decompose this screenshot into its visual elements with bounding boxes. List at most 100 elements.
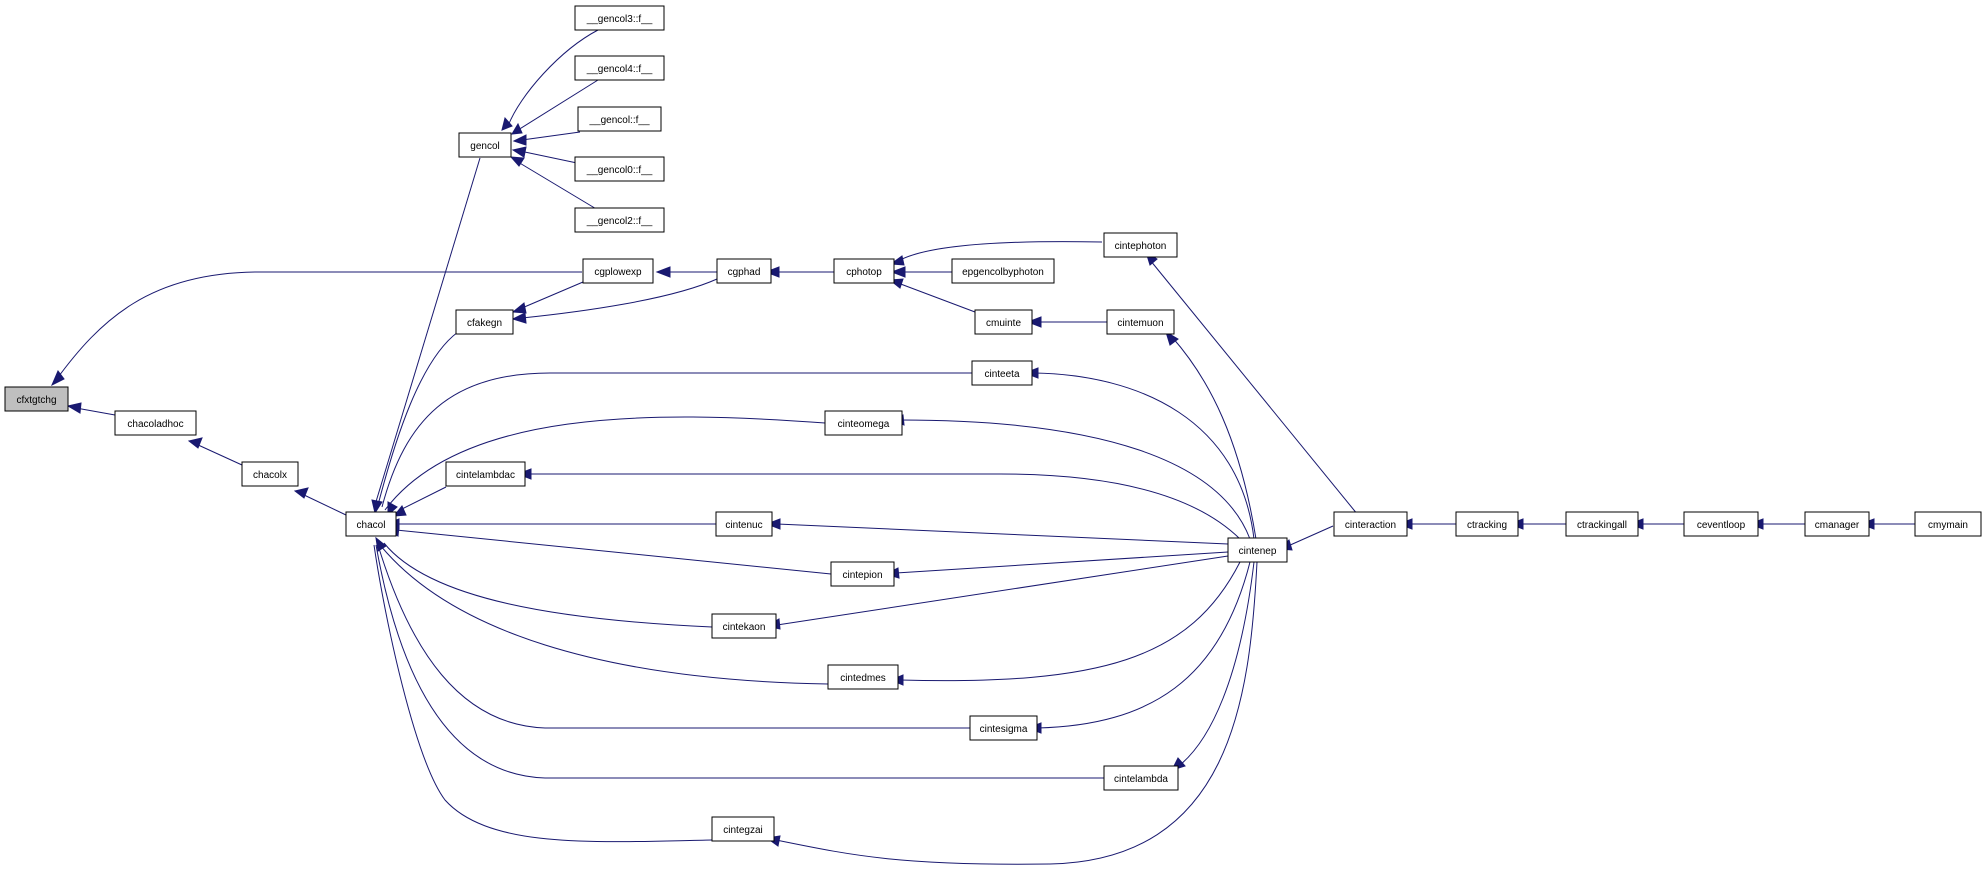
node-label: cinteraction xyxy=(1345,520,1396,531)
arrow-cmuinte xyxy=(1026,316,1042,328)
node-cintemuon[interactable]: cintemuon xyxy=(1106,309,1175,335)
arrow-chacolx xyxy=(293,487,309,499)
edge-f2-gencol xyxy=(517,161,599,211)
node-label: cgphad xyxy=(728,267,761,278)
node-label: cintekaon xyxy=(723,622,766,633)
edge-f3-gencol xyxy=(507,29,599,127)
node-chacol[interactable]: chacol xyxy=(345,511,397,537)
node-gencol3[interactable]: __gencol3::f__ xyxy=(574,5,665,31)
node-label: chacol xyxy=(357,520,386,531)
edge-gencol-chacol xyxy=(374,157,481,506)
edge-cinteraction-cintephoton xyxy=(1149,259,1359,516)
node-label: cintegzai xyxy=(723,825,762,836)
node-label: cintenep xyxy=(1239,546,1277,557)
node-label: cintephoton xyxy=(1115,241,1167,252)
edge-cintegzai-chacol xyxy=(373,544,713,843)
node-epgencolbyphoton[interactable]: epgencolbyphoton xyxy=(951,258,1055,284)
node-ceventloop[interactable]: ceventloop xyxy=(1683,511,1759,537)
arrow-gencol-1 xyxy=(501,116,513,131)
node-cgphad[interactable]: cgphad xyxy=(716,258,772,284)
arrow-cintenuc xyxy=(765,518,781,530)
node-cinteraction[interactable]: cinteraction xyxy=(1333,511,1408,537)
edge-f4-gencol xyxy=(517,79,599,131)
node-cfakegn[interactable]: cfakegn xyxy=(455,309,514,335)
arrow-cfxtgtchg-b xyxy=(66,402,82,414)
node-label: gencol xyxy=(470,141,499,152)
edge-cmuinte-cphotop xyxy=(897,282,976,313)
node-cinteomega[interactable]: cinteomega xyxy=(824,410,903,436)
node-label: cfxtgtchg xyxy=(16,395,56,406)
node-gencolf[interactable]: __gencol::f__ xyxy=(577,106,662,132)
edge-chacolx-chacoladhoc xyxy=(195,443,243,466)
node-cfxtgtchg[interactable]: cfxtgtchg xyxy=(4,386,69,412)
node-label: cinteeta xyxy=(984,369,1019,380)
node-gencol2[interactable]: __gencol2::f__ xyxy=(574,207,665,233)
node-ctracking[interactable]: ctracking xyxy=(1455,511,1519,537)
node-cintedmes[interactable]: cintedmes xyxy=(827,664,899,690)
node-label: __gencol3::f__ xyxy=(586,14,653,25)
edge-cinteomega-chacol xyxy=(384,416,826,511)
arrow-chacoladhoc xyxy=(187,437,203,449)
node-label: __gencol2::f__ xyxy=(586,216,653,227)
node-cgplowexp[interactable]: cgplowexp xyxy=(582,258,654,284)
node-cintenuc[interactable]: cintenuc xyxy=(715,511,773,537)
node-chacolx[interactable]: chacolx xyxy=(241,461,299,487)
edge-cintenep-cinteeta xyxy=(1034,372,1255,540)
arrow-gencol-2 xyxy=(511,122,523,135)
node-label: cgplowexp xyxy=(594,267,642,278)
node-chacoladhoc[interactable]: chacoladhoc xyxy=(114,410,197,436)
edge-cintelambdac-chacol xyxy=(399,486,447,511)
node-cintelambda[interactable]: cintelambda xyxy=(1103,765,1179,791)
edge-f0-gencol xyxy=(519,150,578,164)
node-cintenep[interactable]: cintenep xyxy=(1227,537,1288,563)
node-label: epgencolbyphoton xyxy=(962,267,1044,278)
node-label: cinteomega xyxy=(838,419,890,430)
node-cintephoton[interactable]: cintephoton xyxy=(1103,232,1178,258)
arrow-chacol-1 xyxy=(371,499,383,515)
arrow-cgphad xyxy=(764,266,780,278)
edge-cintenep-cintepion xyxy=(895,551,1229,574)
node-cinteeta[interactable]: cinteeta xyxy=(971,360,1033,386)
node-cintepion[interactable]: cintepion xyxy=(830,561,895,587)
node-cintegzai[interactable]: cintegzai xyxy=(711,816,775,842)
arrow-cphotop-b xyxy=(890,266,906,278)
edge-cintenep-cintekaon xyxy=(776,555,1229,626)
arrow-cfakegn-a xyxy=(511,302,527,314)
node-label: ctrackingall xyxy=(1577,520,1627,531)
edge-cfakegn-chacol xyxy=(377,331,459,506)
node-cmymain[interactable]: cmymain xyxy=(1914,511,1982,537)
node-gencol0[interactable]: __gencol0::f__ xyxy=(574,156,665,182)
arrowheads xyxy=(51,116,1875,847)
node-cintekaon[interactable]: cintekaon xyxy=(711,613,777,639)
arrow-chacol-3 xyxy=(392,505,407,517)
node-gencol[interactable]: gencol xyxy=(458,132,512,158)
node-label: cphotop xyxy=(846,267,882,278)
arrow-cfakegn-b xyxy=(511,312,527,324)
node-cmuinte[interactable]: cmuinte xyxy=(974,309,1033,335)
node-cphotop[interactable]: cphotop xyxy=(833,258,895,284)
node-cmanager[interactable]: cmanager xyxy=(1804,511,1870,537)
node-label: cintelambda xyxy=(1114,774,1168,785)
nodes: cfxtgtchg chacoladhoc chacolx chacol gen… xyxy=(4,5,1982,842)
edges xyxy=(55,29,1915,865)
node-label: cintenuc xyxy=(725,520,762,531)
arrow-gencol-5 xyxy=(509,156,525,167)
edge-cintedmes-chacol xyxy=(379,544,829,685)
node-label: ceventloop xyxy=(1697,520,1746,531)
node-gencol4[interactable]: __gencol4::f__ xyxy=(574,55,665,81)
edge-cintekaon-chacol xyxy=(383,542,713,628)
arrow-chacol-6 xyxy=(375,536,387,552)
node-label: cintesigma xyxy=(980,724,1028,735)
node-cintelambdac[interactable]: cintelambdac xyxy=(445,461,526,487)
arrow-gencol-4 xyxy=(511,146,527,158)
node-cintesigma[interactable]: cintesigma xyxy=(969,715,1038,741)
edge-cintelambda-chacol xyxy=(375,544,1104,779)
edge-chacol-chacolx xyxy=(301,493,347,516)
edge-cinteeta-chacol xyxy=(381,372,972,508)
node-label: cintemuon xyxy=(1117,318,1163,329)
edge-cgplowexp-cfxtgtchg xyxy=(55,271,582,381)
edge-cgphad-cfakegn xyxy=(521,278,718,319)
node-ctrackingall[interactable]: ctrackingall xyxy=(1565,511,1639,537)
node-label: cmymain xyxy=(1928,520,1968,531)
